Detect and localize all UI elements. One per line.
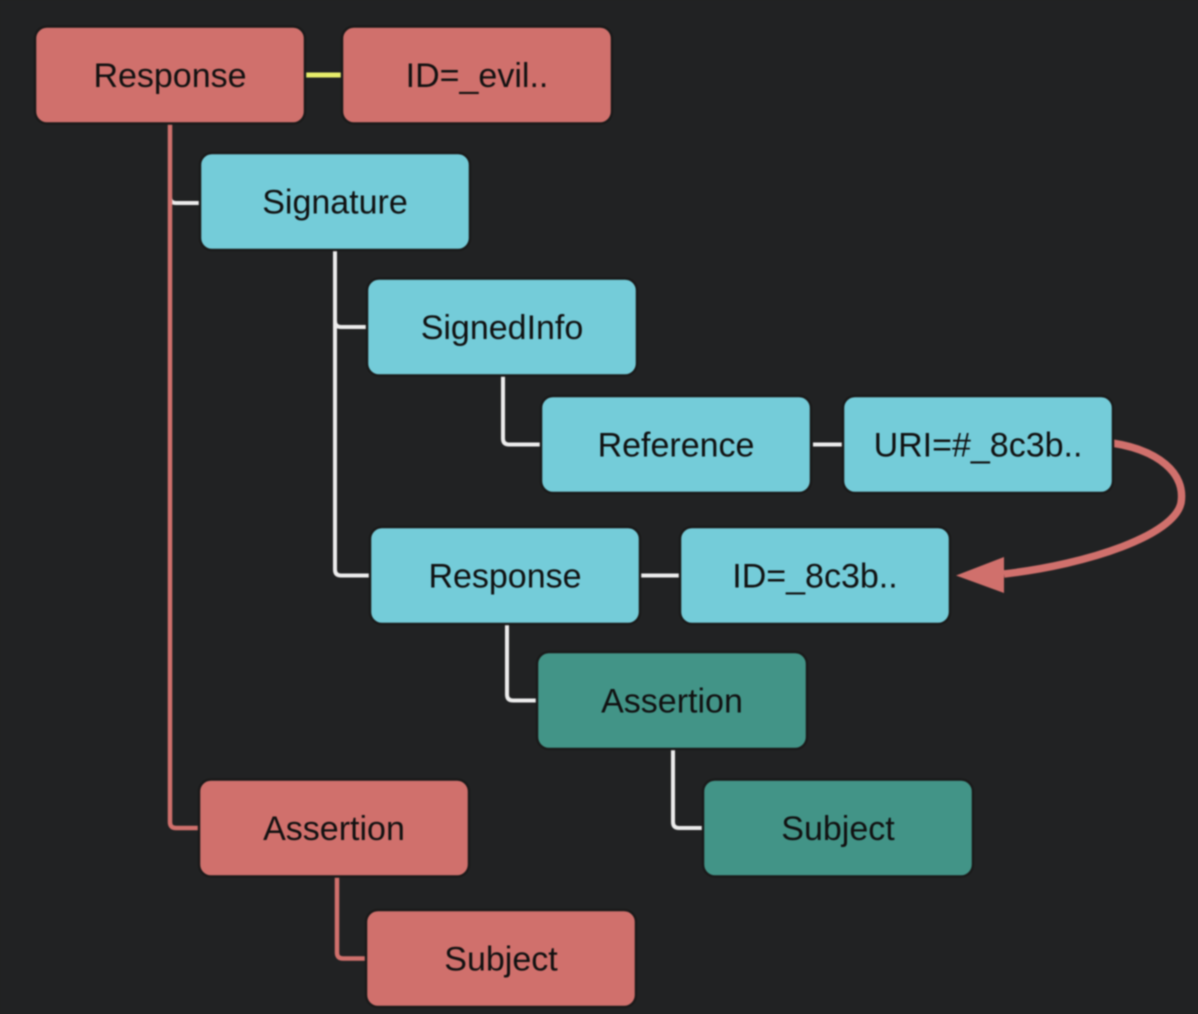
svg-text:Assertion: Assertion: [263, 810, 405, 848]
svg-text:Assertion: Assertion: [601, 683, 743, 721]
svg-text:Subject: Subject: [781, 810, 895, 848]
svg-text:Response: Response: [93, 57, 246, 95]
svg-text:ID=_evil..: ID=_evil..: [406, 57, 549, 95]
svg-text:Subject: Subject: [444, 941, 558, 979]
svg-text:SignedInfo: SignedInfo: [421, 309, 584, 347]
svg-text:ID=_8c3b..: ID=_8c3b..: [732, 558, 897, 596]
svg-text:Signature: Signature: [262, 184, 408, 222]
svg-text:URI=#_8c3b..: URI=#_8c3b..: [874, 427, 1083, 465]
svg-text:Reference: Reference: [598, 427, 755, 465]
svg-text:Response: Response: [428, 558, 581, 596]
